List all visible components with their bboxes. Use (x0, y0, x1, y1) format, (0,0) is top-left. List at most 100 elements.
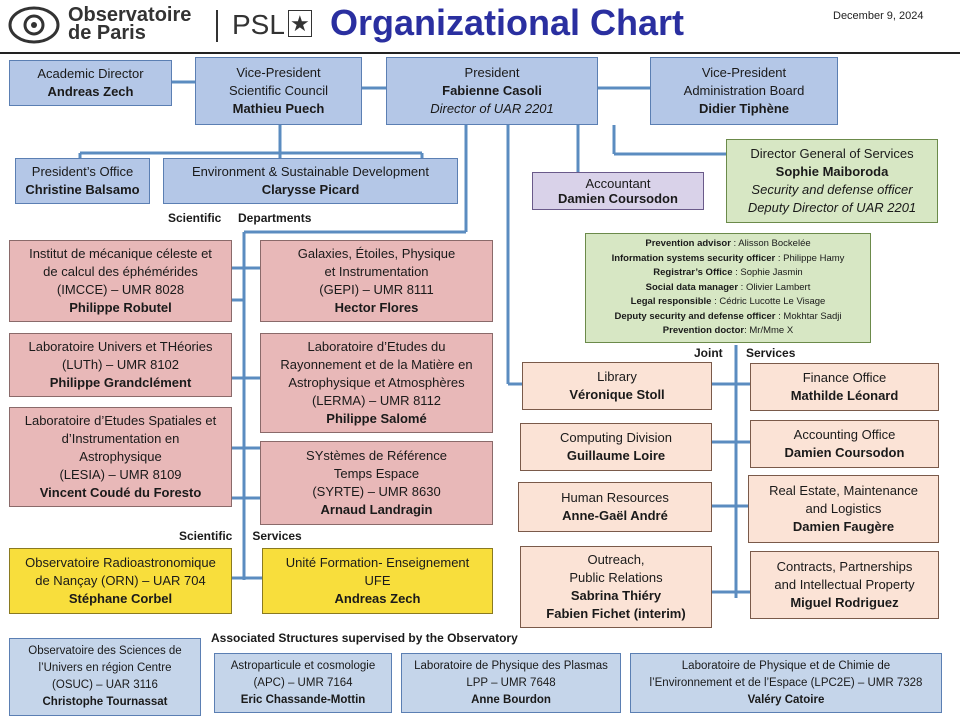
service-orn-box: Observatoire Radioastronomique de Nançay… (9, 548, 232, 614)
dgs-staff-item: Social data manager : Olivier Lambert (645, 281, 811, 293)
assoc-line: l’Univers en région Centre (38, 662, 172, 674)
logo-divider (216, 10, 218, 42)
assoc-line: Laboratoire de Physique et de Chimie de (681, 659, 891, 672)
president-name: Fabienne Casoli (442, 83, 542, 98)
dept-line: (IMCCE) – UMR 8028 (56, 282, 185, 297)
joint-outreach-box: Outreach, Public Relations Sabrina Thiér… (520, 546, 712, 628)
joint-computing-box: Computing Division Guillaume Loire (520, 423, 712, 471)
assoc-line: (APC) – UMR 7164 (253, 676, 353, 689)
joint-real-estate-box: Real Estate, Maintenance and Logistics D… (748, 475, 939, 543)
dept-luth-box: Laboratoire Univers et THéories (LUTh) –… (9, 333, 232, 397)
joint-services-label: Joint Services (694, 346, 796, 360)
assoc-line: Laboratoire de Physique des Plasmas (414, 659, 608, 672)
joint-name: Mathilde Léonard (790, 388, 899, 403)
joint-name: Miguel Rodriguez (790, 595, 899, 610)
joint-line: Accounting Office (793, 427, 896, 442)
dgs-staff-item: Deputy security and defense officer : Mo… (614, 310, 842, 322)
dept-name: Philippe Robutel (69, 300, 172, 315)
dgs-name: Sophie Maiboroda (775, 164, 889, 179)
joint-line: Library (597, 369, 637, 384)
dgs-extra1: Security and defense officer (751, 182, 913, 197)
vp-scientific-role2: Scientific Council (229, 83, 328, 98)
observatoire-logo-icon (8, 6, 60, 44)
dgs-box: Director General of Services Sophie Maib… (726, 139, 938, 223)
president-extra: Director of UAR 2201 (430, 101, 554, 116)
dept-line: Astrophysique (79, 449, 162, 464)
joint-name: Sabrina Thiéry (570, 588, 662, 603)
dept-line: (SYRTE) – UMR 8630 (312, 484, 441, 499)
dgs-staff-item: Legal responsible : Cédric Lucotte Le Vi… (630, 296, 826, 308)
vp-admin-role2: Administration Board (683, 83, 805, 98)
dgs-extra2: Deputy Director of UAR 2201 (747, 200, 917, 215)
service-name: Andreas Zech (334, 591, 421, 606)
environment-role: Environment & Sustainable Development (191, 164, 430, 179)
accountant-name: Damien Coursodon (558, 191, 678, 206)
service-line: Observatoire Radioastronomique (25, 555, 216, 570)
joint-finance-box: Finance Office Mathilde Léonard (750, 363, 939, 411)
logo-line1: Observatoire (68, 4, 192, 26)
dept-line: Astrophysique et Atmosphères (288, 375, 465, 390)
service-line: Unité Formation- Enseignement (285, 555, 470, 570)
vp-scientific-role1: Vice-President (236, 65, 321, 80)
page-title: Organizational Chart (330, 2, 685, 43)
header-divider (0, 52, 960, 54)
assoc-line: LPP – UMR 7648 (466, 676, 556, 689)
dept-lerma-box: Laboratoire d’Etudes du Rayonnement et d… (260, 333, 493, 433)
joint-accounting-box: Accounting Office Damien Coursodon (750, 420, 939, 468)
sci-services-label: Scientific Services (179, 529, 302, 543)
dept-line: (GEPI) – UMR 8111 (319, 282, 434, 297)
dept-name: Vincent Coudé du Foresto (39, 485, 202, 500)
joint-name: Véronique Stoll (569, 387, 665, 402)
dgs-staff-item: Information systems security officer : P… (611, 252, 845, 264)
service-line: de Nançay (ORN) – UAR 704 (35, 573, 206, 588)
dept-line: (LUTh) – UMR 8102 (61, 357, 180, 372)
joint-name: Anne-Gaël André (562, 508, 668, 523)
joint-name: Damien Faugère (792, 519, 895, 534)
joint-line: Human Resources (561, 490, 669, 505)
accountant-role: Accountant (585, 176, 651, 191)
dept-line: SYstèmes de Référence (306, 448, 447, 463)
joint-contracts-box: Contracts, Partnerships and Intellectual… (750, 551, 939, 619)
presidents-office-role: President’s Office (31, 164, 134, 179)
academic-director-box: Academic Director Andreas Zech (9, 60, 172, 106)
assoc-line: Astroparticule et cosmologie (230, 659, 376, 672)
environment-name: Clarysse Picard (261, 182, 360, 197)
joint-line: Computing Division (560, 430, 672, 445)
dept-line: Rayonnement et de la Matière en (280, 357, 473, 372)
date-label: December 9, 2024 (833, 10, 924, 22)
academic-director-name: Andreas Zech (47, 84, 134, 99)
academic-director-role: Academic Director (37, 66, 144, 81)
dept-line: Laboratoire d’Etudes du (307, 339, 446, 354)
assoc-name: Valéry Catoire (747, 693, 825, 706)
dept-line: et Instrumentation (324, 264, 429, 279)
assoc-line: Observatoire des Sciences de (28, 645, 182, 657)
dept-syrte-box: SYstèmes de Référence Temps Espace (SYRT… (260, 441, 493, 525)
dept-line: Institut de mécanique céleste et (29, 246, 212, 261)
assoc-name: Christophe Tournassat (42, 696, 168, 708)
assoc-name: Eric Chassande-Mottin (240, 693, 366, 706)
dept-line: Temps Espace (333, 466, 420, 481)
logo-text: Observatoire de Paris (68, 4, 192, 43)
president-box: President Fabienne Casoli Director of UA… (386, 57, 598, 125)
star-icon: ★ (287, 10, 312, 37)
service-ufe-box: Unité Formation- Enseignement UFE Andrea… (262, 548, 493, 614)
dept-line: (LESIA) – UMR 8109 (59, 467, 182, 482)
joint-name: Fabien Fichet (interim) (546, 606, 686, 621)
joint-line: Public Relations (569, 570, 663, 585)
joint-line: and Logistics (805, 501, 882, 516)
environment-box: Environment & Sustainable Development Cl… (163, 158, 458, 204)
dgs-role: Director General of Services (750, 146, 914, 161)
dgs-staff-item: Prevention doctor: Mr/Mme X (662, 325, 794, 337)
joint-line: and Intellectual Property (774, 577, 915, 592)
joint-library-box: Library Véronique Stoll (522, 362, 712, 410)
service-line: UFE (364, 573, 391, 588)
dept-name: Philippe Salomé (326, 411, 427, 426)
assoc-apc-box: Astroparticule et cosmologie (APC) – UMR… (214, 653, 392, 713)
vp-admin-role1: Vice-President (701, 65, 787, 80)
assoc-line: l’Environnement et de l’Espace (LPC2E) –… (649, 676, 923, 689)
dept-lesia-box: Laboratoire d’Etudes Spatiales et d’Inst… (9, 407, 232, 507)
dgs-staff-item: Prevention advisor : Alisson Bockelée (645, 238, 811, 250)
presidents-office-box: President’s Office Christine Balsamo (15, 158, 150, 204)
vp-admin-name: Didier Tiphène (698, 101, 790, 116)
